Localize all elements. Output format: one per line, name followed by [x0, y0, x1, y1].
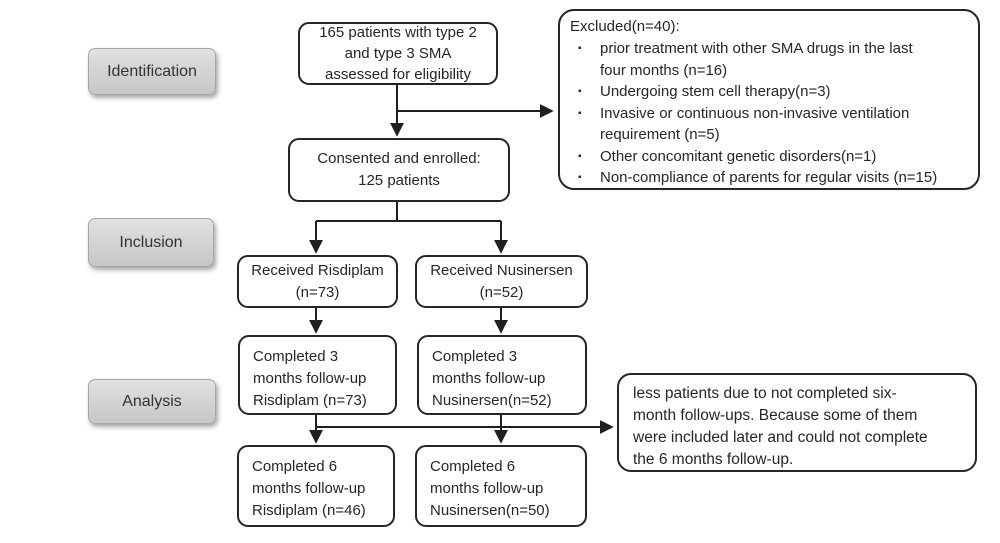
- excluded-item: ▪ prior treatment with other SMA drugs i…: [570, 38, 970, 81]
- note-line: month follow-ups. Because some of them: [633, 407, 918, 424]
- box-text-line: Nusinersen(n=52): [432, 392, 552, 409]
- box-completed3-nusinersen: Completed 3 months follow-up Nusinersen(…: [417, 335, 587, 415]
- bullet-icon: ▪: [578, 86, 582, 97]
- note-line: the 6 months follow-up.: [633, 451, 794, 468]
- bullet-icon: ▪: [578, 43, 582, 54]
- excluded-item: ▪ Other concomitant genetic disorders(n=…: [570, 146, 970, 168]
- excluded-item-line: prior treatment with other SMA drugs in …: [600, 40, 913, 57]
- box-text-line: Risdiplam (n=73): [253, 392, 367, 409]
- box-received-risdiplam: Received Risdiplam (n=73): [237, 255, 398, 308]
- box-text-line: months follow-up: [430, 480, 544, 497]
- box-text-line: Received Nusinersen: [430, 261, 573, 279]
- box-text-line: months follow-up: [432, 370, 546, 387]
- box-text-line: Received Risdiplam: [251, 261, 384, 279]
- bullet-icon: ▪: [578, 107, 582, 119]
- stage-label-text: Inclusion: [119, 233, 183, 251]
- box-text-line: (n=73): [295, 283, 340, 301]
- excluded-item-text: Non-compliance of parents for regular vi…: [600, 167, 970, 189]
- excluded-item-text: prior treatment with other SMA drugs in …: [600, 38, 970, 81]
- box-text-line: months follow-up: [252, 480, 366, 497]
- stage-label-text: Analysis: [122, 392, 182, 410]
- excluded-item: ▪ Invasive or continuous non-invasive ve…: [570, 103, 970, 146]
- box-text-line: Completed 3: [432, 348, 518, 365]
- box-text-line: and type 3 SMA: [344, 45, 452, 62]
- excluded-item-line: four months (n=16): [600, 61, 728, 79]
- note-line: less patients due to not completed six-: [633, 385, 897, 402]
- box-text-line: Completed 6: [430, 458, 516, 475]
- excluded-item-line: Other concomitant genetic disorders(n=1): [600, 147, 877, 165]
- box-text-line: Completed 3: [253, 348, 339, 365]
- box-text-line: (n=52): [479, 283, 524, 301]
- box-text-line: 125 patients: [358, 172, 440, 189]
- stage-label-inclusion: Inclusion: [88, 218, 214, 267]
- box-eligibility: 165 patients with type 2 and type 3 SMA …: [298, 22, 498, 85]
- bullet-icon: ▪: [578, 150, 582, 162]
- stage-label-identification: Identification: [88, 48, 216, 95]
- excluded-item: ▪ Non-compliance of parents for regular …: [570, 167, 970, 189]
- box-consented: Consented and enrolled: 125 patients: [288, 138, 510, 202]
- stage-label-analysis: Analysis: [88, 379, 216, 424]
- box-completed6-nusinersen: Completed 6 months follow-up Nusinersen(…: [415, 445, 587, 527]
- box-excluded: Excluded(n=40): ▪ prior treatment with o…: [558, 9, 980, 190]
- excluded-item: ▪ Undergoing stem cell therapy(n=3): [570, 81, 970, 103]
- box-text-line: Risdiplam (n=46): [252, 502, 366, 519]
- box-text-line: Nusinersen(n=50): [430, 502, 550, 519]
- box-received-nusinersen: Received Nusinersen (n=52): [415, 255, 588, 308]
- excluded-item-text: Other concomitant genetic disorders(n=1): [600, 146, 970, 168]
- excluded-item-line: Invasive or continuous non-invasive vent…: [600, 104, 910, 122]
- excluded-title: Excluded(n=40):: [570, 18, 680, 35]
- box-text-line: assessed for eligibility: [325, 66, 471, 83]
- excluded-item-line: requirement (n=5): [600, 126, 720, 143]
- box-dropout-note: less patients due to not completed six- …: [617, 373, 977, 472]
- excluded-item-text: Invasive or continuous non-invasive vent…: [600, 103, 970, 146]
- box-completed6-risdiplam: Completed 6 months follow-up Risdiplam (…: [237, 445, 395, 527]
- excluded-item-line: Non-compliance of parents for regular vi…: [600, 169, 938, 186]
- stage-label-text: Identification: [107, 62, 197, 80]
- box-text-line: Consented and enrolled:: [317, 150, 481, 167]
- excluded-item-text: Undergoing stem cell therapy(n=3): [600, 81, 970, 103]
- excluded-item-line: Undergoing stem cell therapy(n=3): [600, 83, 831, 100]
- box-text-line: months follow-up: [253, 370, 367, 387]
- note-line: were included later and could not comple…: [633, 429, 928, 446]
- box-text-line: Completed 6: [252, 458, 338, 475]
- box-completed3-risdiplam: Completed 3 months follow-up Risdiplam (…: [238, 335, 397, 415]
- bullet-icon: ▪: [578, 172, 582, 183]
- box-text-line: 165 patients with type 2: [319, 24, 477, 41]
